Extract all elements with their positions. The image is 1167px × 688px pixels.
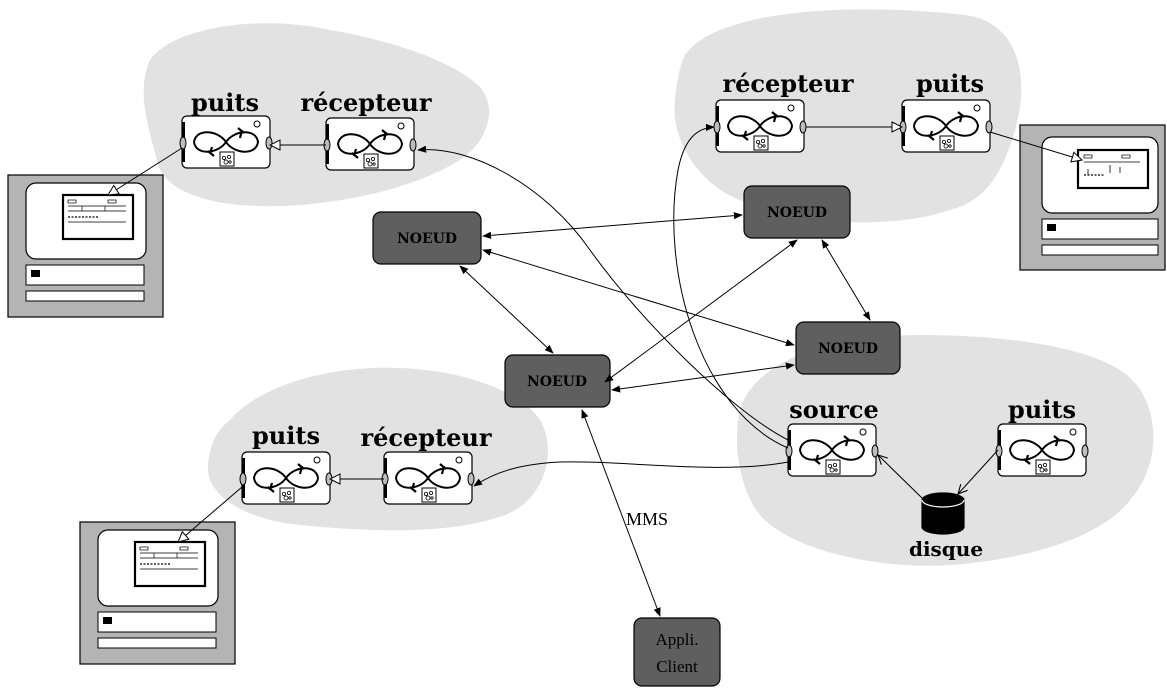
label-recepteur-top-right: récepteur <box>722 69 853 98</box>
link-noeud-center-to-client <box>581 409 661 617</box>
workstation-top-right-screen <box>1041 136 1159 256</box>
module-puits-top-left <box>178 114 274 170</box>
label-puits-bottom-right: puits <box>1008 395 1076 424</box>
link-source-to-recepteur-top-right <box>673 123 789 449</box>
link-noeud-left-to-noeud-top-right <box>482 212 743 239</box>
label-disque: disque <box>909 537 983 561</box>
label-puits-top-right: puits <box>916 69 984 98</box>
label-source: source <box>789 395 879 424</box>
noeud-label-left: NOEUD <box>397 231 457 247</box>
noeud-box-top-right: NOEUD <box>743 185 851 239</box>
label-puits-bottom-left: puits <box>252 421 320 450</box>
link-noeud-left-to-noeud-center <box>459 265 554 354</box>
link-source-to-recepteur-top-left <box>417 145 789 441</box>
module-source <box>784 422 880 478</box>
noeud-box-center: NOEUD <box>504 354 611 408</box>
disk-icon <box>921 492 965 535</box>
noeud-box-right: NOEUD <box>795 321 901 375</box>
cloud-bottom-right <box>736 335 1154 566</box>
link-puits-to-disk <box>958 449 999 494</box>
workstation-left <box>6 173 165 319</box>
module-puits-bottom-right <box>994 422 1090 478</box>
client-label-line2: Client <box>656 657 698 676</box>
noeud-label-top-right: NOEUD <box>767 205 827 221</box>
workstation-bottom-left <box>78 520 237 666</box>
module-recepteur-bottom-left <box>380 450 476 506</box>
link-noeud-top-right-to-noeud-right <box>821 239 871 321</box>
connectors <box>108 123 1082 617</box>
link-puits-to-monitor-left <box>108 147 183 195</box>
module-recepteur-top-left <box>322 116 418 172</box>
module-puits-bottom-left <box>238 450 334 506</box>
label-mms: MMS <box>626 509 668 529</box>
link-noeud-top-right-to-noeud-center <box>604 239 798 383</box>
label-recepteur-top-left: récepteur <box>300 88 431 117</box>
link-disk-to-source <box>878 455 923 499</box>
noeud-label-center: NOEUD <box>527 374 587 390</box>
link-noeud-center-to-noeud-right <box>611 362 795 393</box>
link-puits-to-monitor-top-right <box>989 131 1082 160</box>
label-puits-top-left: puits <box>191 88 259 117</box>
label-recepteur-bottom-left: récepteur <box>360 423 491 452</box>
cloud-top-right <box>674 9 1022 223</box>
client-application-box: Appli. Client <box>633 617 721 687</box>
module-puits-top-right <box>898 98 994 154</box>
module-recepteur-top-right <box>712 98 808 154</box>
link-puits-to-monitor-bottom-left <box>178 486 243 542</box>
link-source-to-recepteur-bottom-left <box>473 461 789 487</box>
noeud-box-left: NOEUD <box>372 211 482 265</box>
client-label-line1: Appli. <box>656 630 699 649</box>
noeud-label-right: NOEUD <box>818 341 878 357</box>
